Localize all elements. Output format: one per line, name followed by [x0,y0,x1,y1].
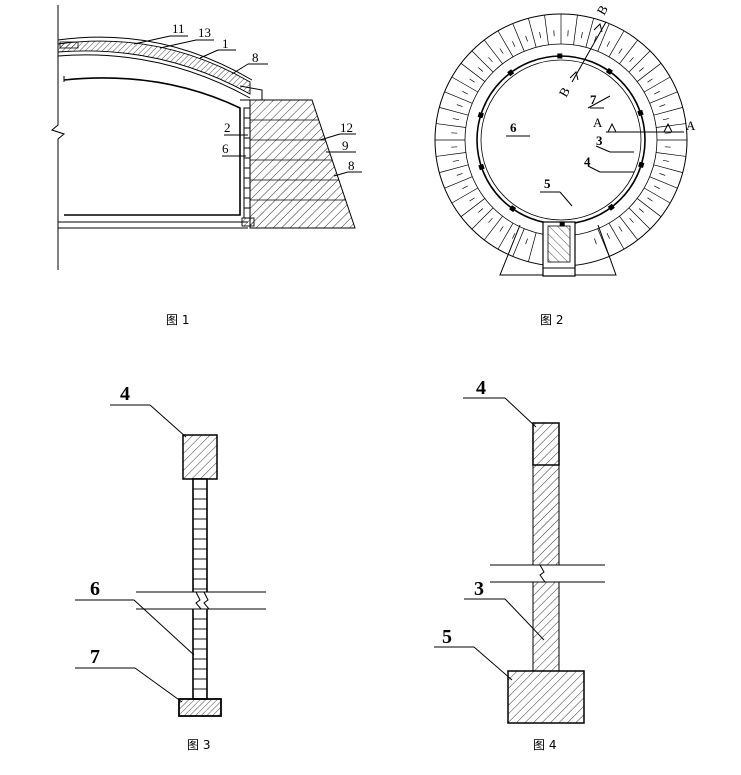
fig4-label-3: 3 [474,578,484,600]
fig2-label-A-right: A [686,118,696,133]
figure-1: 11 13 1 8 2 6 12 9 8 图 1 [50,5,362,327]
fig1-label-13: 13 [198,25,211,40]
fig3-label-6: 6 [90,578,100,600]
fig4-label-5: 5 [442,626,452,648]
fig2-label-3: 3 [596,133,603,148]
fig2-label-B-lower: B [556,84,573,99]
fig2-label-7: 7 [590,92,597,107]
fig2-caption: 图 2 [540,313,563,327]
fig2-label-B-upper: B [594,2,611,17]
fig4-caption: 图 4 [533,738,556,752]
figure-3: 4 6 7 图 3 [75,383,266,752]
fig3-caption: 图 3 [187,738,210,752]
fig2-posts [477,53,645,227]
fig3-label-4: 4 [120,383,130,405]
fig3-block-4 [182,434,218,480]
fig1-label-1: 1 [222,36,229,51]
fig2-inner-ring [476,55,646,225]
fig2-label-6: 6 [510,120,517,135]
fig4-label-4: 4 [476,377,486,399]
fig2-label-5: 5 [544,176,551,191]
fig2-ring-blocks [435,14,687,262]
fig1-left-wall [50,5,66,270]
fig1-label-6: 6 [222,141,229,156]
fig1-label-12: 12 [340,120,353,135]
fig1-embankment [249,99,356,229]
fig1-label-2: 2 [224,120,231,135]
figure-2: A A B B 7 6 3 4 5 图 2 [434,2,696,327]
fig1-label-8-bottom: 8 [348,158,355,173]
fig3-base-7 [178,698,222,717]
fig4-base-5 [507,670,585,724]
fig1-label-8-top: 8 [252,50,259,65]
fig1-label-9: 9 [342,138,349,153]
fig1-caption: 图 1 [166,313,189,327]
figure-4: 4 3 5 图 4 [434,377,605,752]
fig4-block-4 [532,422,560,466]
fig1-inner-vault [63,77,241,216]
fig1-label-11: 11 [172,21,185,36]
fig1-brick-wall [243,107,251,219]
fig2-label-4: 4 [584,154,591,169]
fig3-label-7: 7 [90,646,100,668]
fig2-label-A-left: A [593,115,603,130]
